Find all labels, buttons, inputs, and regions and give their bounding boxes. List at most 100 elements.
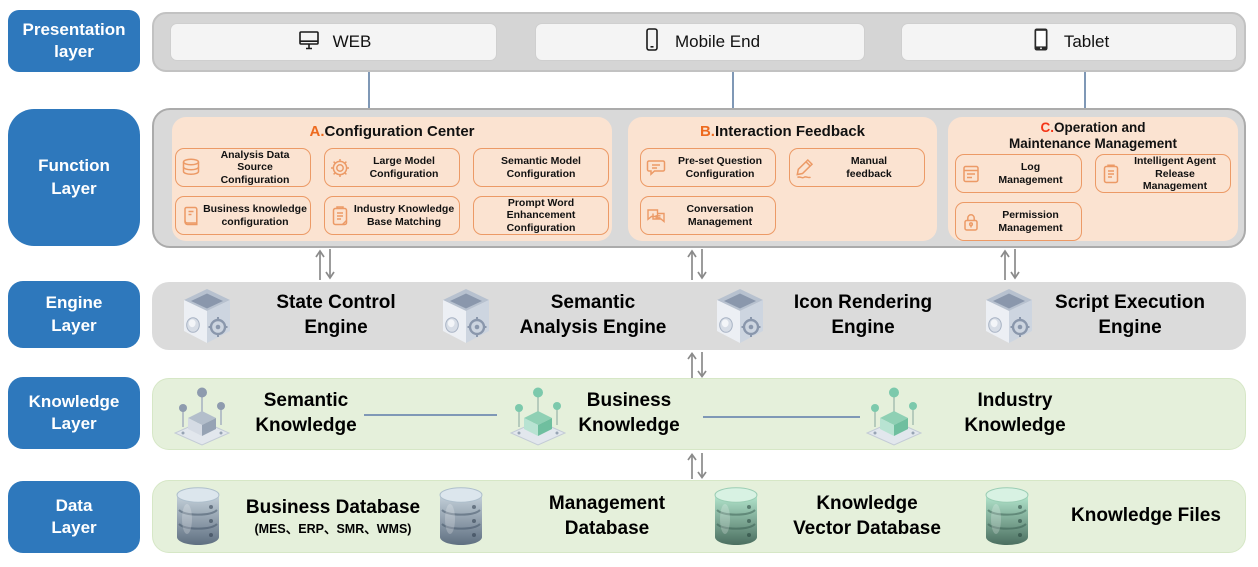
log-icon (959, 163, 983, 185)
knowledge-band: Semantic Knowledge Business Knowledge In… (152, 378, 1246, 450)
endpoint-label: WEB (332, 32, 372, 51)
function-item: Industry Knowledge Base Matching (324, 196, 460, 235)
function-item-label: Intelligent Agent Release Management (1134, 155, 1216, 192)
engine-label: Icon Rendering Engine (793, 292, 933, 338)
flow-arrow-bidirectional (686, 452, 708, 485)
layer-label-knowledge: Knowledge Layer (8, 377, 140, 449)
layer-label-text: Presentation layer (22, 19, 126, 61)
function-item: Prompt Word Enhancement Configuration (473, 196, 609, 235)
function-item-label: Semantic Model Configuration (501, 155, 581, 180)
lock-icon (959, 211, 983, 233)
knowledge-label: Business Knowledge (578, 390, 680, 436)
function-item-label: Manual feedback (846, 155, 892, 180)
section-interaction-feedback: B.Interaction Feedback Pre-set Question … (628, 117, 937, 241)
endpoint-label: Tablet (1063, 32, 1110, 51)
data-label: Knowledge Files (1071, 505, 1221, 527)
function-item: Intelligent Agent Release Management (1095, 154, 1231, 194)
layer-label-text: Data Layer (51, 495, 97, 537)
connector-line (1084, 72, 1086, 109)
layer-label-text: Engine Layer (45, 293, 103, 335)
connector-line (368, 72, 370, 109)
link-line (703, 416, 860, 418)
flow-arrow-bidirectional (686, 248, 708, 286)
data-label-text: Business Database (245, 496, 421, 518)
function-item-label: Log Management (998, 161, 1063, 186)
data-label: Business Database (MES、ERP、SMR、WMS) (233, 481, 433, 552)
flow-arrow-bidirectional (686, 351, 708, 384)
gear-icon (328, 157, 352, 179)
function-item-label: Business knowledge configuration (203, 203, 307, 228)
flow-arrow-bidirectional (999, 248, 1021, 286)
data-label: Knowledge Vector Database (793, 492, 941, 539)
book-icon (179, 205, 203, 227)
function-item: Log Management (955, 154, 1082, 194)
monitor-icon (296, 28, 322, 57)
function-band: A.Configuration Center Analysis Data Sou… (152, 108, 1246, 248)
endpoint-tablet: Tablet (901, 23, 1237, 61)
section-title: B.Interaction Feedback (628, 123, 937, 140)
function-item-label: Large Model Configuration (369, 155, 439, 180)
section-configuration-center: A.Configuration Center Analysis Data Sou… (172, 117, 612, 241)
clipboard-icon (328, 205, 352, 227)
endpoint-label: Mobile End (674, 32, 761, 51)
section-letter: B. (699, 123, 715, 140)
knowledge-node-icon (172, 383, 232, 452)
engine-cube-icon (180, 287, 234, 350)
section-items: Pre-set Question Configuration Manual fe… (628, 148, 937, 235)
function-item: Permission Management (955, 202, 1082, 242)
connector-line (732, 72, 734, 109)
knowledge-node-icon (508, 383, 568, 452)
endpoint-web: WEB (170, 23, 497, 61)
section-title: C.Operation and Maintenance Management (998, 120, 1188, 151)
link-line (364, 414, 497, 416)
section-operation-maintenance: C.Operation and Maintenance Management L… (948, 117, 1238, 242)
function-item: Business knowledge configuration (175, 196, 311, 235)
section-title-text: Configuration Center (324, 123, 475, 140)
engine-label: Script Execution Engine (1055, 292, 1205, 338)
tablet-icon (1029, 27, 1053, 58)
layer-label-text: Knowledge Layer (28, 391, 120, 433)
conversation-icon (644, 205, 668, 227)
engine-cube-icon (439, 287, 493, 350)
flow-arrow-bidirectional (314, 248, 336, 286)
pencil-icon (793, 157, 817, 179)
function-item: Analysis Data Source Configuration (175, 148, 311, 187)
section-items: Log Management Intelligent Agent Release… (948, 154, 1238, 242)
database-cylinder-icon (174, 487, 222, 552)
knowledge-label: Industry Knowledge (964, 390, 1066, 436)
data-sublabel: (MES、ERP、SMR、WMS) (254, 522, 412, 537)
function-item-label: Conversation Management (686, 203, 754, 228)
function-item: Semantic Model Configuration (473, 148, 609, 187)
section-title-text: Operation and Maintenance Management (1008, 120, 1178, 151)
engine-cube-icon (713, 287, 767, 350)
database-cylinder-icon (437, 487, 485, 552)
function-item-label: Permission Management (998, 209, 1063, 234)
knowledge-node-icon (864, 383, 924, 452)
presentation-band: WEB Mobile End Tablet (152, 12, 1246, 72)
function-item-label: Analysis Data Source Configuration (220, 149, 290, 186)
function-item: Conversation Management (640, 196, 776, 235)
database-icon (179, 157, 203, 179)
layer-label-presentation: Presentation layer (8, 10, 140, 72)
engine-band: State Control Engine Semantic Analysis E… (152, 282, 1246, 350)
engine-label: State Control Engine (276, 292, 396, 338)
endpoint-mobile: Mobile End (535, 23, 865, 61)
section-letter: A. (309, 123, 325, 140)
function-item: Large Model Configuration (324, 148, 460, 187)
engine-label: Semantic Analysis Engine (519, 292, 667, 338)
section-title-text: Interaction Feedback (714, 123, 866, 140)
section-letter: C. (1040, 120, 1054, 135)
function-item-label: Pre-set Question Configuration (677, 155, 763, 180)
function-item: Pre-set Question Configuration (640, 148, 776, 187)
mobile-icon (640, 27, 664, 58)
layer-label-engine: Engine Layer (8, 281, 140, 348)
layer-label-text: Function Layer (38, 156, 110, 198)
function-item-label: Industry Knowledge Base Matching (353, 203, 455, 228)
layer-label-function: Function Layer (8, 109, 140, 246)
function-item: Manual feedback (789, 148, 925, 187)
section-title: A.Configuration Center (172, 123, 612, 140)
function-item-label: Prompt Word Enhancement Configuration (506, 197, 576, 234)
chat-icon (644, 157, 668, 179)
engine-cube-icon (982, 287, 1036, 350)
